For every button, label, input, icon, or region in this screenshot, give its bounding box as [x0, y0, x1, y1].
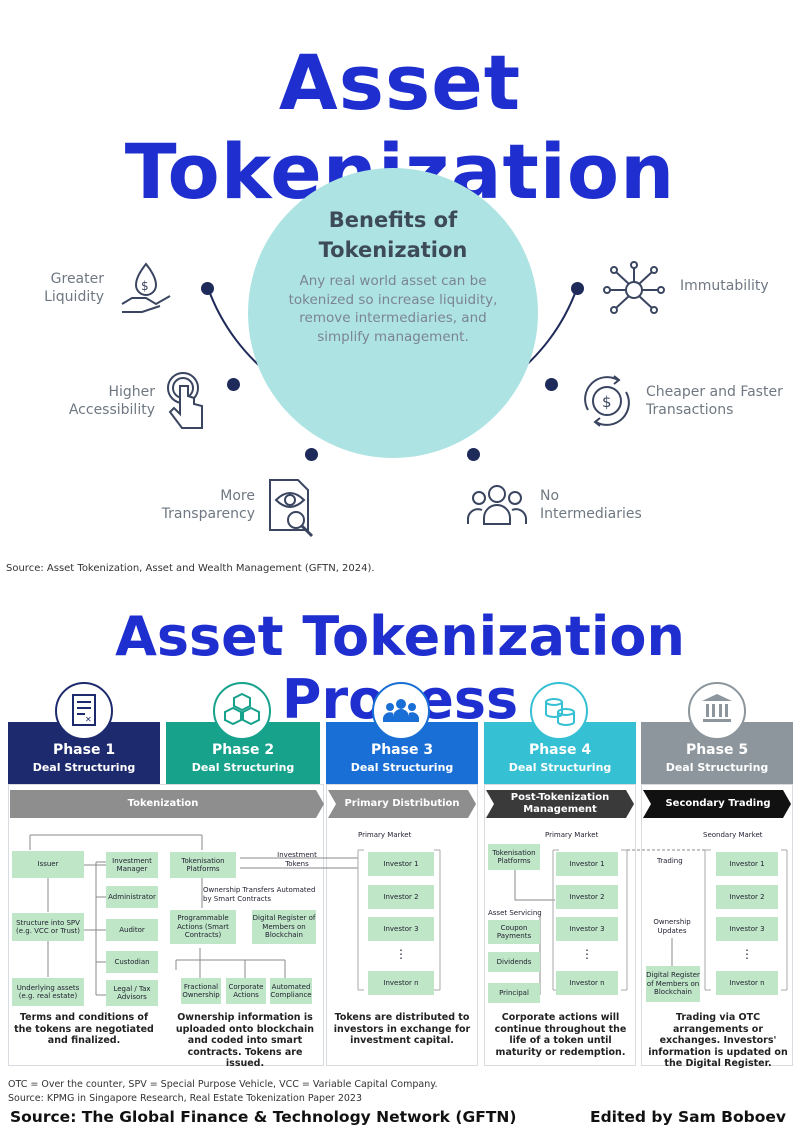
- benefits-circle: [248, 168, 538, 458]
- phase-label: Phase 3: [370, 742, 434, 758]
- asset-servicing-label: Asset Servicing: [488, 909, 542, 917]
- arc-dot: [571, 282, 584, 295]
- benefits-source: Source: Asset Tokenization, Asset and We…: [6, 563, 375, 574]
- stage-tokenization: Tokenization: [127, 798, 199, 809]
- people-icon: [467, 485, 527, 525]
- issuer-box: Issuer: [12, 851, 84, 878]
- investor-box: Investor 3: [716, 917, 778, 941]
- footer-editor: Edited by Sam Boboev: [590, 1108, 786, 1126]
- stage-post-tokenization: Post-Tokenization Management: [510, 792, 610, 815]
- stage-primary-distribution: Primary Distribution: [344, 798, 460, 809]
- investor-box: Investor 3: [368, 917, 434, 941]
- network-icon: [603, 261, 665, 314]
- secondary-market-label: Seondary Market: [703, 831, 763, 839]
- svg-text:✕: ✕: [85, 715, 92, 724]
- arc-dot: [227, 378, 240, 391]
- digital-register-box: Digital Register of Members on Blockchai…: [252, 910, 316, 944]
- arc-dot: [545, 378, 558, 391]
- investment-tokens-label: Investment Tokens: [277, 851, 317, 868]
- stage-arrow-post: [486, 790, 634, 818]
- investor-box: Investor 1: [556, 852, 618, 876]
- ownership-transfers-label: Ownership Transfers Automated by Smart C…: [203, 886, 316, 903]
- phase2-caption: Ownership information is uploaded onto b…: [175, 1012, 315, 1069]
- dividends-box: Dividends: [488, 952, 540, 972]
- tokenisation-platforms-box: Tokenisation Platforms: [488, 844, 540, 870]
- more-investors-dots: ⋮: [581, 947, 593, 961]
- investor-box: Investor 2: [556, 885, 618, 909]
- benefit-higher-accessibility: Higher Accessibility: [68, 384, 155, 418]
- people-icon: [372, 682, 430, 740]
- automated-compliance-box: Automated Compliance: [270, 978, 312, 1004]
- primary-market-label: Primary Market: [358, 831, 412, 839]
- stage-arrow-primary: [328, 790, 476, 818]
- blocks-icon: [213, 682, 271, 740]
- benefit-immutability: Immutability: [680, 278, 769, 294]
- investor-box: Investor 1: [716, 852, 778, 876]
- phase-label: Phase 2: [211, 742, 275, 758]
- fractional-ownership-box: Fractional Ownership: [181, 978, 221, 1004]
- stage-secondary-trading: Secondary Trading: [665, 798, 771, 809]
- investor-box: Investor 2: [368, 885, 434, 909]
- benefits-description: Any real world asset can be tokenized so…: [288, 273, 498, 345]
- process-source: Source: KPMG in Singapore Research, Real…: [8, 1093, 363, 1104]
- document-icon: ✕: [55, 682, 113, 740]
- role-investment-manager: Investment Manager: [106, 852, 158, 878]
- more-investors-dots: ⋮: [395, 947, 407, 961]
- benefits-title: Benefits of Tokenization: [318, 208, 468, 262]
- principal-box: Principal: [488, 983, 540, 1003]
- role-administrator: Administrator: [106, 886, 158, 908]
- more-investors-dots: ⋮: [741, 947, 753, 961]
- investor-box: Investor 2: [716, 885, 778, 909]
- ownership-updates-label: Ownership Updates: [653, 918, 691, 935]
- stage-arrow-secondary: [643, 790, 791, 818]
- benefit-more-transparency: More Transparency: [161, 488, 255, 522]
- abbreviation-note: OTC = Over the counter, SPV = Special Pu…: [8, 1079, 438, 1090]
- document-eye-icon: [269, 479, 314, 538]
- benefit-no-intermediaries: No Intermediaries: [540, 488, 642, 522]
- dollar-cycle-icon: $: [584, 375, 630, 427]
- phase-label: Phase 4: [528, 742, 592, 758]
- role-auditor: Auditor: [106, 919, 158, 941]
- investor-box: Investor n: [368, 971, 434, 995]
- touch-hand-icon: [167, 372, 203, 429]
- money-hand-icon: $: [121, 262, 171, 313]
- corporate-actions-box: Corporate Actions: [226, 978, 266, 1004]
- phase-subtitle: Deal Structuring: [508, 761, 612, 774]
- footer-source: Source: The Global Finance & Technology …: [10, 1108, 517, 1126]
- benefit-greater-liquidity: Greater Liquidity: [44, 271, 104, 305]
- underlying-assets-box: Underlying assets (e.g. real estate): [12, 978, 84, 1006]
- phase-label: Phase 1: [52, 742, 116, 758]
- digital-register-box: Digital Register of Members on Blockchai…: [646, 966, 700, 1002]
- phase1-caption: Terms and conditions of the tokens are n…: [14, 1012, 154, 1046]
- phase-subtitle: Deal Structuring: [665, 761, 769, 774]
- coupon-payments-box: Coupon Payments: [488, 920, 540, 944]
- phase-subtitle: Deal Structuring: [32, 761, 136, 774]
- phase5-caption: Trading via OTC arrangements or exchange…: [648, 1012, 788, 1069]
- role-legal-tax: Legal / Tax Advisors: [106, 980, 158, 1006]
- svg-text:$: $: [602, 393, 612, 411]
- programmable-actions-box: Programmable Actions (Smart Contracts): [170, 910, 236, 944]
- arc-dot: [305, 448, 318, 461]
- phase-subtitle: Deal Structuring: [350, 761, 454, 774]
- bank-icon: [688, 682, 746, 740]
- benefit-cheaper-faster: Cheaper and Faster Transactions: [646, 384, 783, 418]
- tokenisation-platforms-box: Tokenisation Platforms: [170, 852, 236, 878]
- phase3-caption: Tokens are distributed to investors in e…: [333, 1012, 471, 1046]
- role-custodian: Custodian: [106, 951, 158, 973]
- trading-label: Trading: [657, 857, 683, 865]
- stage-arrow-tokenization: [10, 790, 324, 818]
- spv-box: Structure into SPV (e.g. VCC or Trust): [12, 913, 84, 941]
- investor-box: Investor 1: [368, 852, 434, 876]
- phase-subtitle: Deal Structuring: [191, 761, 295, 774]
- svg-text:$: $: [141, 279, 149, 293]
- arc-dot: [201, 282, 214, 295]
- phase-label: Phase 5: [685, 742, 749, 758]
- arc-dot: [467, 448, 480, 461]
- investor-box: Investor 3: [556, 917, 618, 941]
- coins-icon: [530, 682, 588, 740]
- investor-box: Investor n: [716, 971, 778, 995]
- primary-market-label: Primary Market: [545, 831, 599, 839]
- phase4-caption: Corporate actions will continue througho…: [494, 1012, 627, 1058]
- investor-box: Investor n: [556, 971, 618, 995]
